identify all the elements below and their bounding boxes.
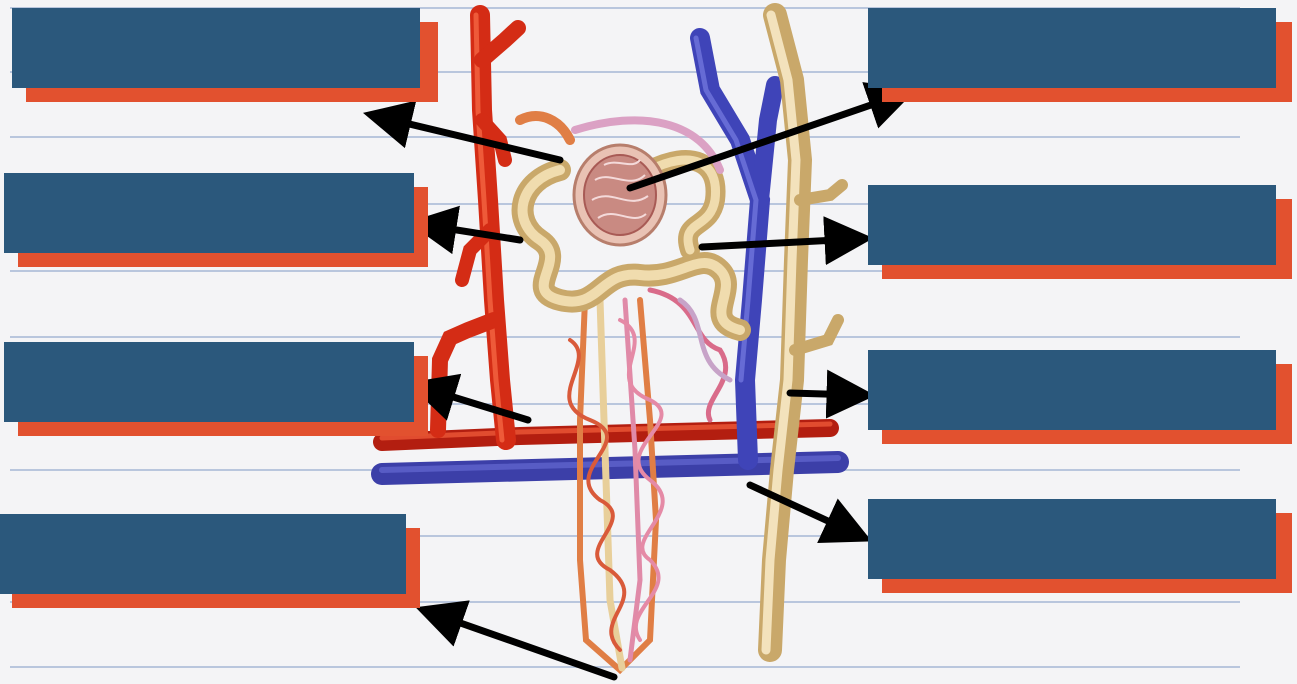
label-text-right-1[interactable] [868,8,1276,88]
arrow-to-left-1 [380,117,560,160]
label-text-right-2[interactable] [868,185,1276,265]
label-text-right-3[interactable] [868,350,1276,430]
label-text-left-1[interactable] [12,8,420,88]
label-text-left-2[interactable] [4,173,414,253]
arrow-to-right-3 [790,393,858,395]
arrow-to-right-2 [702,239,856,247]
loop-of-henle-capillaries [569,290,730,670]
label-text-left-4[interactable] [0,514,406,594]
vein-horizontal [382,458,838,474]
glomerulus [574,145,666,245]
label-text-right-4[interactable] [868,499,1276,579]
label-text-left-3[interactable] [4,342,414,422]
